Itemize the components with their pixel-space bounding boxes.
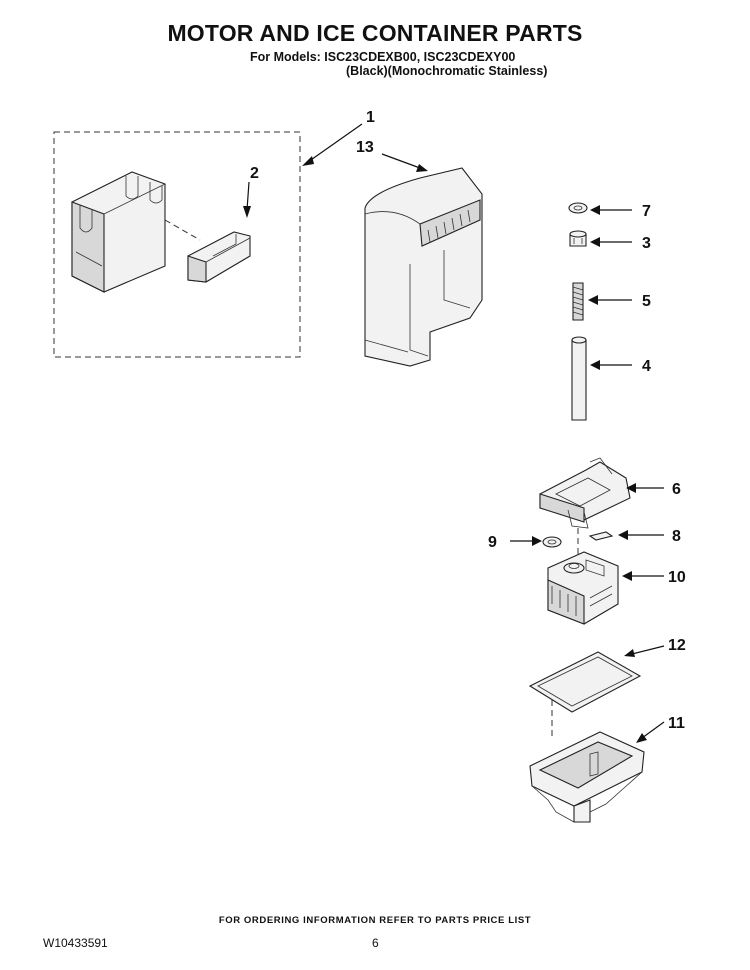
front-cover-part-13	[364, 167, 483, 367]
mount-bracket-part-6	[539, 457, 631, 529]
spring-part-5	[572, 282, 584, 321]
gasket-part-12	[528, 651, 642, 713]
bracket-housing-part	[71, 171, 166, 293]
callout-1: 1	[366, 109, 375, 126]
document-number: W10433591	[43, 936, 108, 950]
washer-part-7	[568, 202, 588, 214]
assembly-dashed-box	[53, 131, 301, 358]
callout-4: 4	[642, 358, 651, 375]
clip-part-2	[187, 231, 251, 283]
callout-9: 9	[488, 534, 497, 551]
leader-lines	[243, 123, 665, 743]
page-number: 6	[372, 936, 379, 950]
coupler-part-3	[569, 230, 587, 247]
tray-part-11	[529, 731, 645, 823]
callout-10: 10	[668, 569, 686, 586]
callout-3: 3	[642, 235, 651, 252]
shaft-part-4	[571, 336, 587, 421]
models-line-2: (Black)(Monochromatic Stainless)	[346, 64, 548, 78]
washer-part-9	[542, 536, 562, 548]
callout-12: 12	[668, 637, 686, 654]
callout-13: 13	[356, 139, 374, 156]
ordering-info-note: FOR ORDERING INFORMATION REFER TO PARTS …	[218, 915, 532, 926]
models-subtitle: For Models: ISC23CDEXB00, ISC23CDEXY00 (…	[250, 50, 547, 78]
callout-11: 11	[668, 715, 685, 732]
motor-part-10	[547, 551, 619, 625]
page-title: MOTOR AND ICE CONTAINER PARTS	[167, 20, 583, 46]
callout-5: 5	[642, 293, 651, 310]
models-line-1: For Models: ISC23CDEXB00, ISC23CDEXY00	[250, 50, 516, 64]
key-part-8	[588, 531, 614, 541]
bracket-alignment-line	[164, 219, 201, 241]
callout-8: 8	[672, 528, 681, 545]
callout-6: 6	[672, 481, 681, 498]
callout-2: 2	[250, 165, 259, 182]
callout-7: 7	[642, 203, 651, 220]
